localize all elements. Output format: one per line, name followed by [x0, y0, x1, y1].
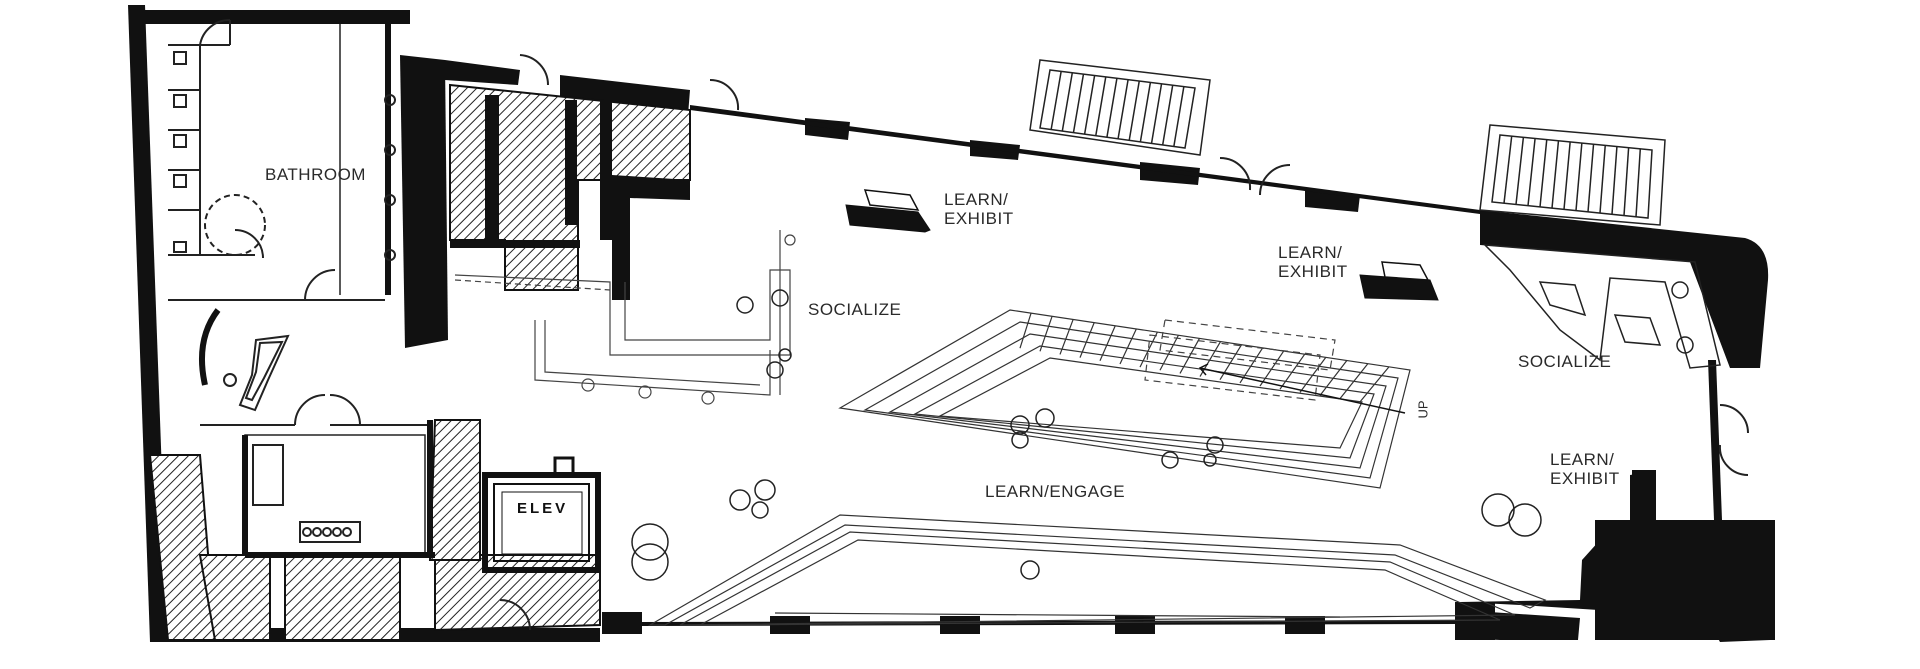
slat-line — [1072, 74, 1085, 133]
stair-dashed — [1144, 319, 1336, 401]
stepped-seating — [838, 309, 1411, 489]
slat-line — [1199, 341, 1222, 377]
people-figures — [729, 281, 1694, 580]
slat-line — [1139, 331, 1158, 368]
right-interior — [631, 244, 1721, 581]
doors — [499, 54, 1749, 631]
outer-walls — [128, 5, 1775, 642]
core-walls — [450, 95, 690, 300]
room-label-learn-exhibit-2: LEARN/ EXHIBIT — [1278, 243, 1348, 281]
slat-line — [1503, 136, 1513, 204]
slat-line — [1161, 85, 1174, 146]
lobby-area — [198, 308, 435, 558]
long-bench — [647, 514, 1547, 626]
slat-line — [1259, 350, 1285, 387]
hatched-cores — [148, 83, 691, 641]
socialize-counter — [454, 230, 796, 405]
slat-line — [1299, 357, 1327, 393]
slat-line — [1059, 319, 1074, 355]
room-label-socialize-2: SOCIALIZE — [1518, 352, 1612, 371]
slat-line — [1515, 137, 1525, 205]
slat-line — [1279, 353, 1306, 390]
slat-line — [1083, 75, 1096, 135]
slat-line — [1527, 138, 1536, 206]
stair-up-label: UP — [1415, 400, 1431, 419]
bathroom — [168, 18, 396, 301]
label-line: LEARN/ — [1550, 450, 1615, 469]
room-label-learn-exhibit-1: LEARN/ EXHIBIT — [944, 190, 1014, 228]
room-label-socialize-1: SOCIALIZE — [808, 300, 902, 319]
room-label-learn-exhibit-3: LEARN/ EXHIBIT — [1550, 450, 1620, 488]
room-label-learn-engage: LEARN/ENGAGE — [985, 482, 1126, 501]
label-line: LEARN/ — [1278, 243, 1343, 262]
slat-line — [1587, 144, 1595, 212]
slat-line — [1339, 363, 1369, 400]
slat-line — [1099, 325, 1116, 362]
slat-line — [1575, 143, 1583, 211]
slat-line — [1173, 86, 1185, 147]
exhibit-plinth-tops — [863, 189, 1430, 281]
elevator — [482, 456, 601, 573]
slat-line — [1079, 322, 1095, 358]
slat-line — [1095, 76, 1107, 136]
exhibit-plinths — [845, 204, 1439, 301]
dashed-lines — [454, 279, 611, 291]
slat-line — [1159, 334, 1179, 371]
slat-line — [1117, 79, 1129, 139]
slat-line — [1359, 366, 1390, 403]
bleachers — [1029, 59, 1666, 226]
slat-line — [1563, 141, 1571, 210]
slat-line — [1179, 338, 1200, 374]
slat-line — [1061, 72, 1074, 132]
slat-line — [1039, 316, 1053, 352]
slat-line — [1611, 146, 1618, 215]
elevator-label: ELEV — [517, 500, 569, 517]
slat-line — [1050, 71, 1062, 130]
slat-line — [1551, 140, 1560, 209]
label-line: EXHIBIT — [944, 209, 1014, 228]
slat-line — [1635, 148, 1642, 217]
slat-line — [1150, 83, 1163, 144]
slat-line — [1319, 360, 1348, 396]
slat-line — [1019, 312, 1032, 349]
slat-line — [1106, 78, 1118, 138]
room-label-bathroom: BATHROOM — [265, 165, 366, 184]
slat-line — [1128, 80, 1140, 141]
label-line: EXHIBIT — [1278, 262, 1348, 281]
slat-line — [1539, 139, 1548, 207]
slat-line — [1119, 328, 1137, 365]
label-line: EXHIBIT — [1550, 469, 1620, 488]
stair-arrow — [1198, 363, 1406, 414]
label-line: LEARN/ — [944, 190, 1009, 209]
slat-line — [1623, 147, 1630, 216]
slat-line — [1139, 82, 1152, 142]
slat-line — [1599, 145, 1606, 214]
